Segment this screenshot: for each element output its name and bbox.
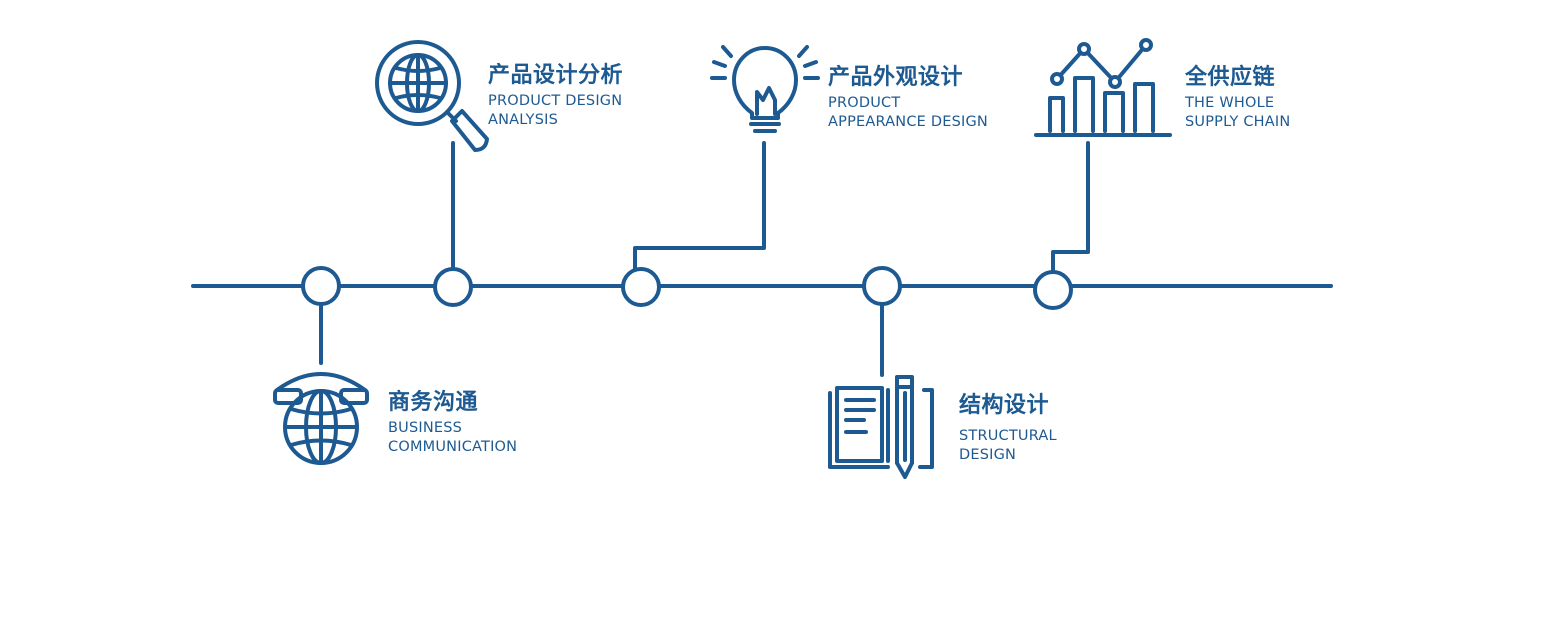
connector-step-3 bbox=[633, 141, 766, 272]
step-title-zh: 产品设计分析 bbox=[488, 63, 624, 88]
step-title-en-line2: DESIGN bbox=[959, 447, 1017, 463]
step-title-en: BUSINESS COMMUNICATION bbox=[388, 419, 517, 457]
step-title-zh: 产品外观设计 bbox=[828, 65, 964, 90]
telephone-globe-icon bbox=[273, 372, 369, 465]
step-title-zh: 结构设计 bbox=[959, 393, 1050, 418]
connector-step-5 bbox=[1051, 141, 1090, 274]
step-title-en-line2: ANALYSIS bbox=[488, 112, 558, 128]
step-title-en-line1: THE WHOLE bbox=[1185, 95, 1275, 111]
step-title-zh: 商务沟通 bbox=[388, 390, 479, 415]
step-label-product-appearance-design: 产品外观设计 PRODUCT APPEARANCE DESIGN bbox=[828, 65, 988, 132]
timeline-node-4 bbox=[862, 266, 902, 306]
step-title-en-line1: PRODUCT bbox=[828, 95, 901, 111]
step-title-en-line1: PRODUCT DESIGN bbox=[488, 93, 623, 109]
step-title-en-line1: STRUCTURAL bbox=[959, 428, 1057, 444]
step-title-en-line1: BUSINESS bbox=[388, 420, 463, 436]
step-label-product-design-analysis: 产品设计分析 PRODUCT DESIGN ANALYSIS bbox=[488, 63, 623, 130]
step-title-en: PRODUCT DESIGN ANALYSIS bbox=[488, 92, 623, 130]
bar-line-chart-icon bbox=[1034, 38, 1172, 137]
timeline-node-5 bbox=[1033, 270, 1073, 310]
step-title-en-line2: COMMUNICATION bbox=[388, 439, 518, 455]
book-pencil-icon bbox=[828, 375, 934, 479]
lightbulb-icon bbox=[710, 45, 820, 133]
step-title-en: PRODUCT APPEARANCE DESIGN bbox=[828, 94, 988, 132]
step-label-business-communication: 商务沟通 BUSINESS COMMUNICATION bbox=[388, 390, 517, 457]
timeline-node-1 bbox=[301, 266, 341, 306]
step-title-en-line2: APPEARANCE DESIGN bbox=[828, 114, 988, 130]
step-title-en: STRUCTURAL DESIGN bbox=[959, 427, 1057, 465]
step-title-en-line2: SUPPLY CHAIN bbox=[1185, 114, 1291, 130]
timeline-node-2 bbox=[433, 267, 473, 307]
step-label-structural-design: 结构设计 STRUCTURAL DESIGN bbox=[959, 393, 1057, 465]
step-title-zh: 全供应链 bbox=[1185, 65, 1276, 90]
step-title-en: THE WHOLE SUPPLY CHAIN bbox=[1185, 94, 1290, 132]
timeline-node-3 bbox=[621, 267, 661, 307]
magnifier-globe-icon bbox=[375, 40, 489, 152]
step-label-whole-supply-chain: 全供应链 THE WHOLE SUPPLY CHAIN bbox=[1185, 65, 1290, 132]
